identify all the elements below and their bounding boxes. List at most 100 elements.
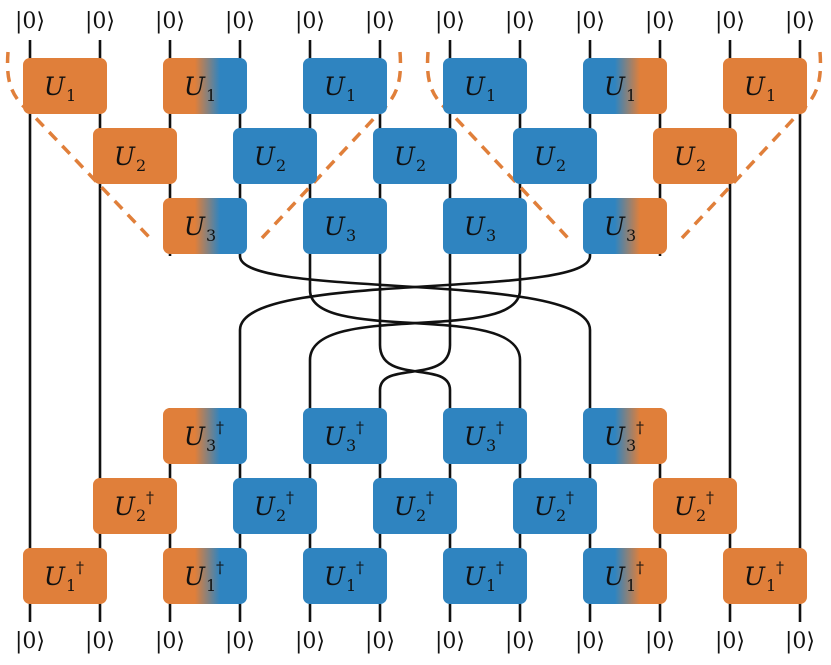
gate-U3: U3 — [163, 198, 247, 254]
gate-box — [93, 478, 177, 534]
gate-box — [583, 548, 667, 604]
wires — [28, 40, 802, 622]
gate-U1-dagger: U1† — [163, 548, 247, 604]
gate-U3-dagger: U3† — [303, 408, 387, 464]
gate-U1: U1 — [443, 58, 527, 114]
gate-U2: U2 — [93, 128, 177, 184]
gate-box — [583, 58, 667, 114]
dagger-mark: † — [496, 418, 504, 437]
dagger-mark: † — [216, 558, 224, 577]
gate-label: U3 — [184, 422, 216, 455]
gate-box — [583, 198, 667, 254]
output-state-10: |0⟩ — [715, 629, 745, 654]
gate-box — [443, 198, 527, 254]
gate-U1-dagger: U1† — [583, 548, 667, 604]
gate-box — [163, 408, 247, 464]
gate-U1: U1 — [583, 58, 667, 114]
output-state-0: |0⟩ — [15, 629, 45, 654]
gate-U3: U3 — [303, 198, 387, 254]
swap-wire-1 — [238, 255, 592, 408]
gate-box — [163, 548, 247, 604]
gate-box — [163, 58, 247, 114]
gate-box — [723, 548, 807, 604]
gate-box — [303, 198, 387, 254]
dagger-mark: † — [216, 418, 224, 437]
gate-box — [303, 408, 387, 464]
gate-U2-dagger: U2† — [373, 478, 457, 534]
gate-label: U3 — [604, 422, 636, 455]
gate-U1-dagger: U1† — [443, 548, 527, 604]
gate-U1: U1 — [303, 58, 387, 114]
dagger-mark: † — [76, 558, 84, 577]
gate-U2: U2 — [233, 128, 317, 184]
output-state-9: |0⟩ — [645, 629, 675, 654]
gate-box — [583, 408, 667, 464]
output-state-6: |0⟩ — [435, 629, 465, 654]
input-state-10: |0⟩ — [715, 9, 745, 34]
gate-U3: U3 — [583, 198, 667, 254]
gate-U2-dagger: U2† — [513, 478, 597, 534]
gate-box — [233, 478, 317, 534]
output-state-2: |0⟩ — [155, 629, 185, 654]
gate-box — [163, 198, 247, 254]
gate-U2-dagger: U2† — [93, 478, 177, 534]
gate-label: U3 — [464, 212, 496, 245]
input-state-1: |0⟩ — [85, 9, 115, 34]
gate-label: U1 — [44, 562, 76, 595]
gate-label: U3 — [324, 422, 356, 455]
gate-U1: U1 — [163, 58, 247, 114]
gate-label: U2 — [674, 492, 706, 525]
gate-U2: U2 — [653, 128, 737, 184]
gate-label: U1 — [44, 72, 76, 105]
output-state-7: |0⟩ — [505, 629, 535, 654]
gate-label: U1 — [184, 72, 216, 105]
gate-label: U3 — [604, 212, 636, 245]
swap-wire-0 — [238, 255, 592, 408]
gate-label: U2 — [254, 492, 286, 525]
gate-U1: U1 — [723, 58, 807, 114]
dagger-mark: † — [356, 418, 364, 437]
gate-box — [23, 548, 107, 604]
dagger-mark: † — [566, 488, 574, 507]
dagger-mark: † — [496, 558, 504, 577]
dagger-mark: † — [356, 558, 364, 577]
input-state-6: |0⟩ — [435, 9, 465, 34]
gate-U3: U3 — [443, 198, 527, 254]
gate-U3-dagger: U3† — [583, 408, 667, 464]
gate-box — [233, 128, 317, 184]
gate-label: U2 — [674, 142, 706, 175]
output-state-4: |0⟩ — [295, 629, 325, 654]
gate-box — [443, 548, 527, 604]
input-state-2: |0⟩ — [155, 9, 185, 34]
gate-label: U1 — [744, 562, 776, 595]
gate-U2: U2 — [513, 128, 597, 184]
gate-label: U2 — [534, 142, 566, 175]
gate-U2: U2 — [373, 128, 457, 184]
output-state-1: |0⟩ — [85, 629, 115, 654]
swap-wire-4 — [378, 256, 452, 408]
output-state-8: |0⟩ — [575, 629, 605, 654]
gate-box — [723, 58, 807, 114]
gate-box — [443, 408, 527, 464]
gate-label: U1 — [464, 562, 496, 595]
swap-wire-5 — [378, 256, 452, 408]
gate-label: U2 — [534, 492, 566, 525]
gate-box — [653, 478, 737, 534]
gate-box — [373, 128, 457, 184]
gate-U1-dagger: U1† — [23, 548, 107, 604]
gate-box — [303, 58, 387, 114]
dagger-mark: † — [636, 558, 644, 577]
gate-label: U2 — [394, 142, 426, 175]
input-state-3: |0⟩ — [225, 9, 255, 34]
gate-box — [373, 478, 457, 534]
gate-box — [513, 128, 597, 184]
state-labels: |0⟩ |0⟩ |0⟩ |0⟩ |0⟩ |0⟩ |0⟩ |0⟩ |0⟩ |0⟩ |0⟩ |0⟩ |0⟩ |… — [15, 9, 815, 654]
gate-label: U3 — [324, 212, 356, 245]
gate-label: U2 — [114, 142, 146, 175]
gate-U3-dagger: U3† — [163, 408, 247, 464]
swap-wire-3 — [308, 256, 522, 408]
gate-label: U1 — [604, 562, 636, 595]
gate-U3-dagger: U3† — [443, 408, 527, 464]
gate-box — [23, 58, 107, 114]
